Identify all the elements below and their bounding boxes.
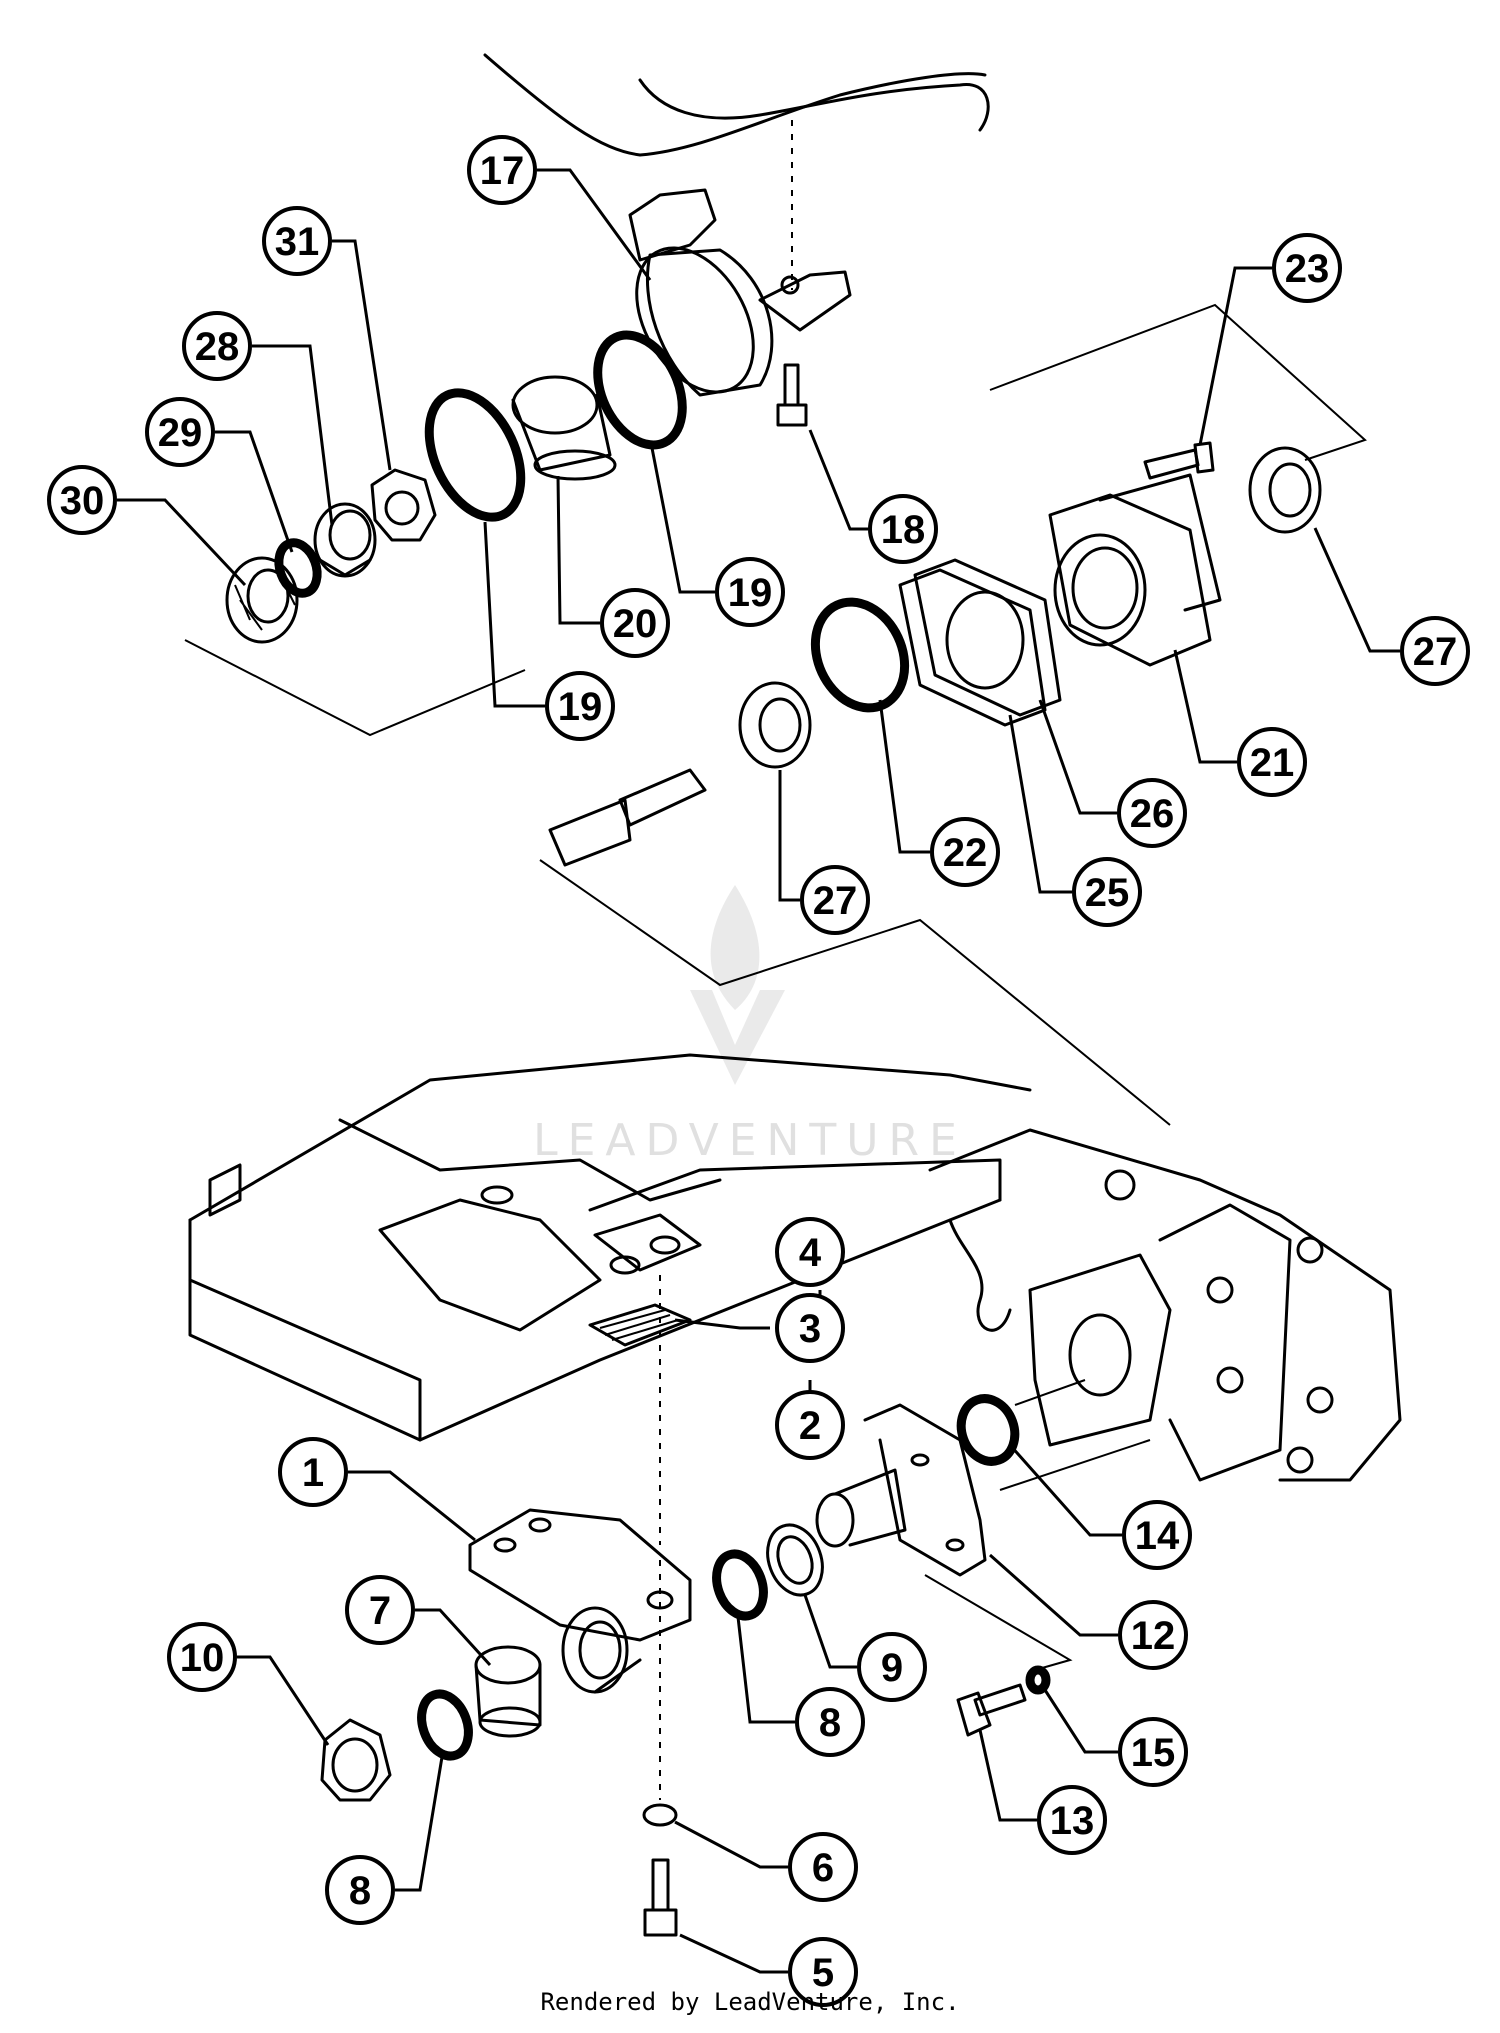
callouts: 17 31 28 29 30 23 18 19 20 19 27 21 26 2… [47, 135, 1470, 2007]
svg-text:23: 23 [1285, 247, 1330, 291]
svg-text:20: 20 [613, 602, 658, 646]
callout-15: 15 [1118, 1717, 1188, 1787]
svg-text:28: 28 [195, 325, 240, 369]
callout-23: 23 [1272, 233, 1342, 303]
callout-9: 9 [857, 1632, 927, 1702]
svg-text:18: 18 [881, 508, 926, 552]
callout-25: 25 [1072, 857, 1142, 927]
ball-bearing-27-lower [738, 681, 812, 769]
svg-text:26: 26 [1130, 792, 1175, 836]
axle-bracket-17 [628, 188, 852, 397]
callout-4: 4 [775, 1217, 845, 1287]
svg-text:6: 6 [812, 1846, 834, 1890]
leader-lines [117, 168, 1400, 1974]
bolt-18 [776, 363, 808, 427]
svg-text:17: 17 [480, 149, 525, 193]
svg-text:3: 3 [799, 1307, 821, 1351]
bearing-cone-28 [313, 502, 377, 578]
svg-text:10: 10 [180, 1636, 225, 1680]
callout-5: 5 [788, 1937, 858, 2007]
upper-assembly [184, 53, 1367, 1126]
svg-text:4: 4 [799, 1231, 822, 1275]
ball-bearing-27-upper [1248, 446, 1322, 534]
locknut-31 [370, 468, 437, 542]
thrust-washer-9 [766, 1523, 824, 1597]
callout-6: 6 [788, 1832, 858, 1902]
svg-text:12: 12 [1131, 1614, 1176, 1658]
callout-2: 2 [775, 1390, 845, 1460]
callout-27-lower: 27 [800, 865, 870, 935]
svg-text:22: 22 [943, 831, 988, 875]
callout-1: 1 [278, 1437, 348, 1507]
bolt-13 [956, 1683, 1027, 1737]
washer-15 [1025, 1665, 1051, 1695]
svg-text:14: 14 [1135, 1514, 1180, 1558]
svg-text:2: 2 [799, 1404, 821, 1448]
lower-assembly [188, 1053, 1402, 1937]
shim-stack-3 [588, 1303, 692, 1347]
svg-text:5: 5 [812, 1951, 834, 1995]
callout-20: 20 [600, 588, 670, 658]
callout-3: 3 [775, 1293, 845, 1363]
svg-text:1: 1 [302, 1451, 324, 1495]
watermark: LEADVENTURE [533, 885, 967, 1166]
callout-8-right: 8 [795, 1687, 865, 1757]
o-ring-8-right [712, 1549, 768, 1621]
bearing-housing-21 [1048, 473, 1222, 667]
gasket-26 [913, 558, 1062, 717]
svg-text:27: 27 [813, 879, 858, 923]
o-ring-22 [810, 597, 910, 713]
svg-text:29: 29 [158, 411, 203, 455]
callout-17: 17 [467, 135, 537, 205]
svg-text:19: 19 [728, 571, 773, 615]
callout-27-upper: 27 [1400, 616, 1470, 686]
svg-text:21: 21 [1250, 741, 1295, 785]
callout-10: 10 [167, 1622, 237, 1692]
svg-text:27: 27 [1413, 630, 1458, 674]
o-ring-19-lower [424, 388, 526, 522]
callout-30: 30 [47, 465, 117, 535]
callout-26: 26 [1117, 778, 1187, 848]
o-ring-14 [956, 1394, 1020, 1466]
bolt-5 [643, 1858, 678, 1937]
svg-text:15: 15 [1131, 1731, 1176, 1775]
bolt-23 [1143, 441, 1215, 480]
front-axle-support-1 [468, 1508, 692, 1694]
callout-13: 13 [1037, 1785, 1107, 1855]
callout-14: 14 [1122, 1500, 1192, 1570]
svg-text:13: 13 [1050, 1799, 1095, 1843]
callout-31: 31 [262, 206, 332, 276]
callout-21: 21 [1237, 727, 1307, 797]
svg-text:8: 8 [349, 1869, 371, 1913]
oil-seal-30 [225, 556, 299, 644]
callout-29: 29 [145, 397, 215, 467]
svg-text:31: 31 [275, 220, 320, 264]
callout-7: 7 [345, 1575, 415, 1645]
bushing-20 [511, 375, 617, 481]
svg-text:8: 8 [819, 1701, 841, 1745]
nut-10 [320, 1718, 392, 1802]
svg-text:7: 7 [369, 1589, 391, 1633]
o-ring-8-left [417, 1689, 473, 1761]
svg-text:25: 25 [1085, 871, 1130, 915]
svg-text:9: 9 [881, 1646, 903, 1690]
watermark-text: LEADVENTURE [533, 1115, 967, 1166]
svg-text:30: 30 [60, 479, 105, 523]
callout-28: 28 [182, 311, 252, 381]
washer-6 [642, 1803, 678, 1827]
callout-19-lower: 19 [545, 671, 615, 741]
callout-8-left: 8 [325, 1855, 395, 1925]
footer-credit: Rendered by LeadVenture, Inc. [540, 1988, 960, 2016]
callout-22: 22 [930, 817, 1000, 887]
svg-text:19: 19 [558, 685, 603, 729]
pinion-shaft [548, 768, 707, 867]
o-ring-19-upper [593, 330, 687, 450]
callout-19-upper: 19 [715, 557, 785, 627]
bushing-7 [474, 1645, 542, 1738]
callout-12: 12 [1118, 1600, 1188, 1670]
callout-18: 18 [868, 494, 938, 564]
axle-pivot-cap-12 [815, 1403, 987, 1577]
